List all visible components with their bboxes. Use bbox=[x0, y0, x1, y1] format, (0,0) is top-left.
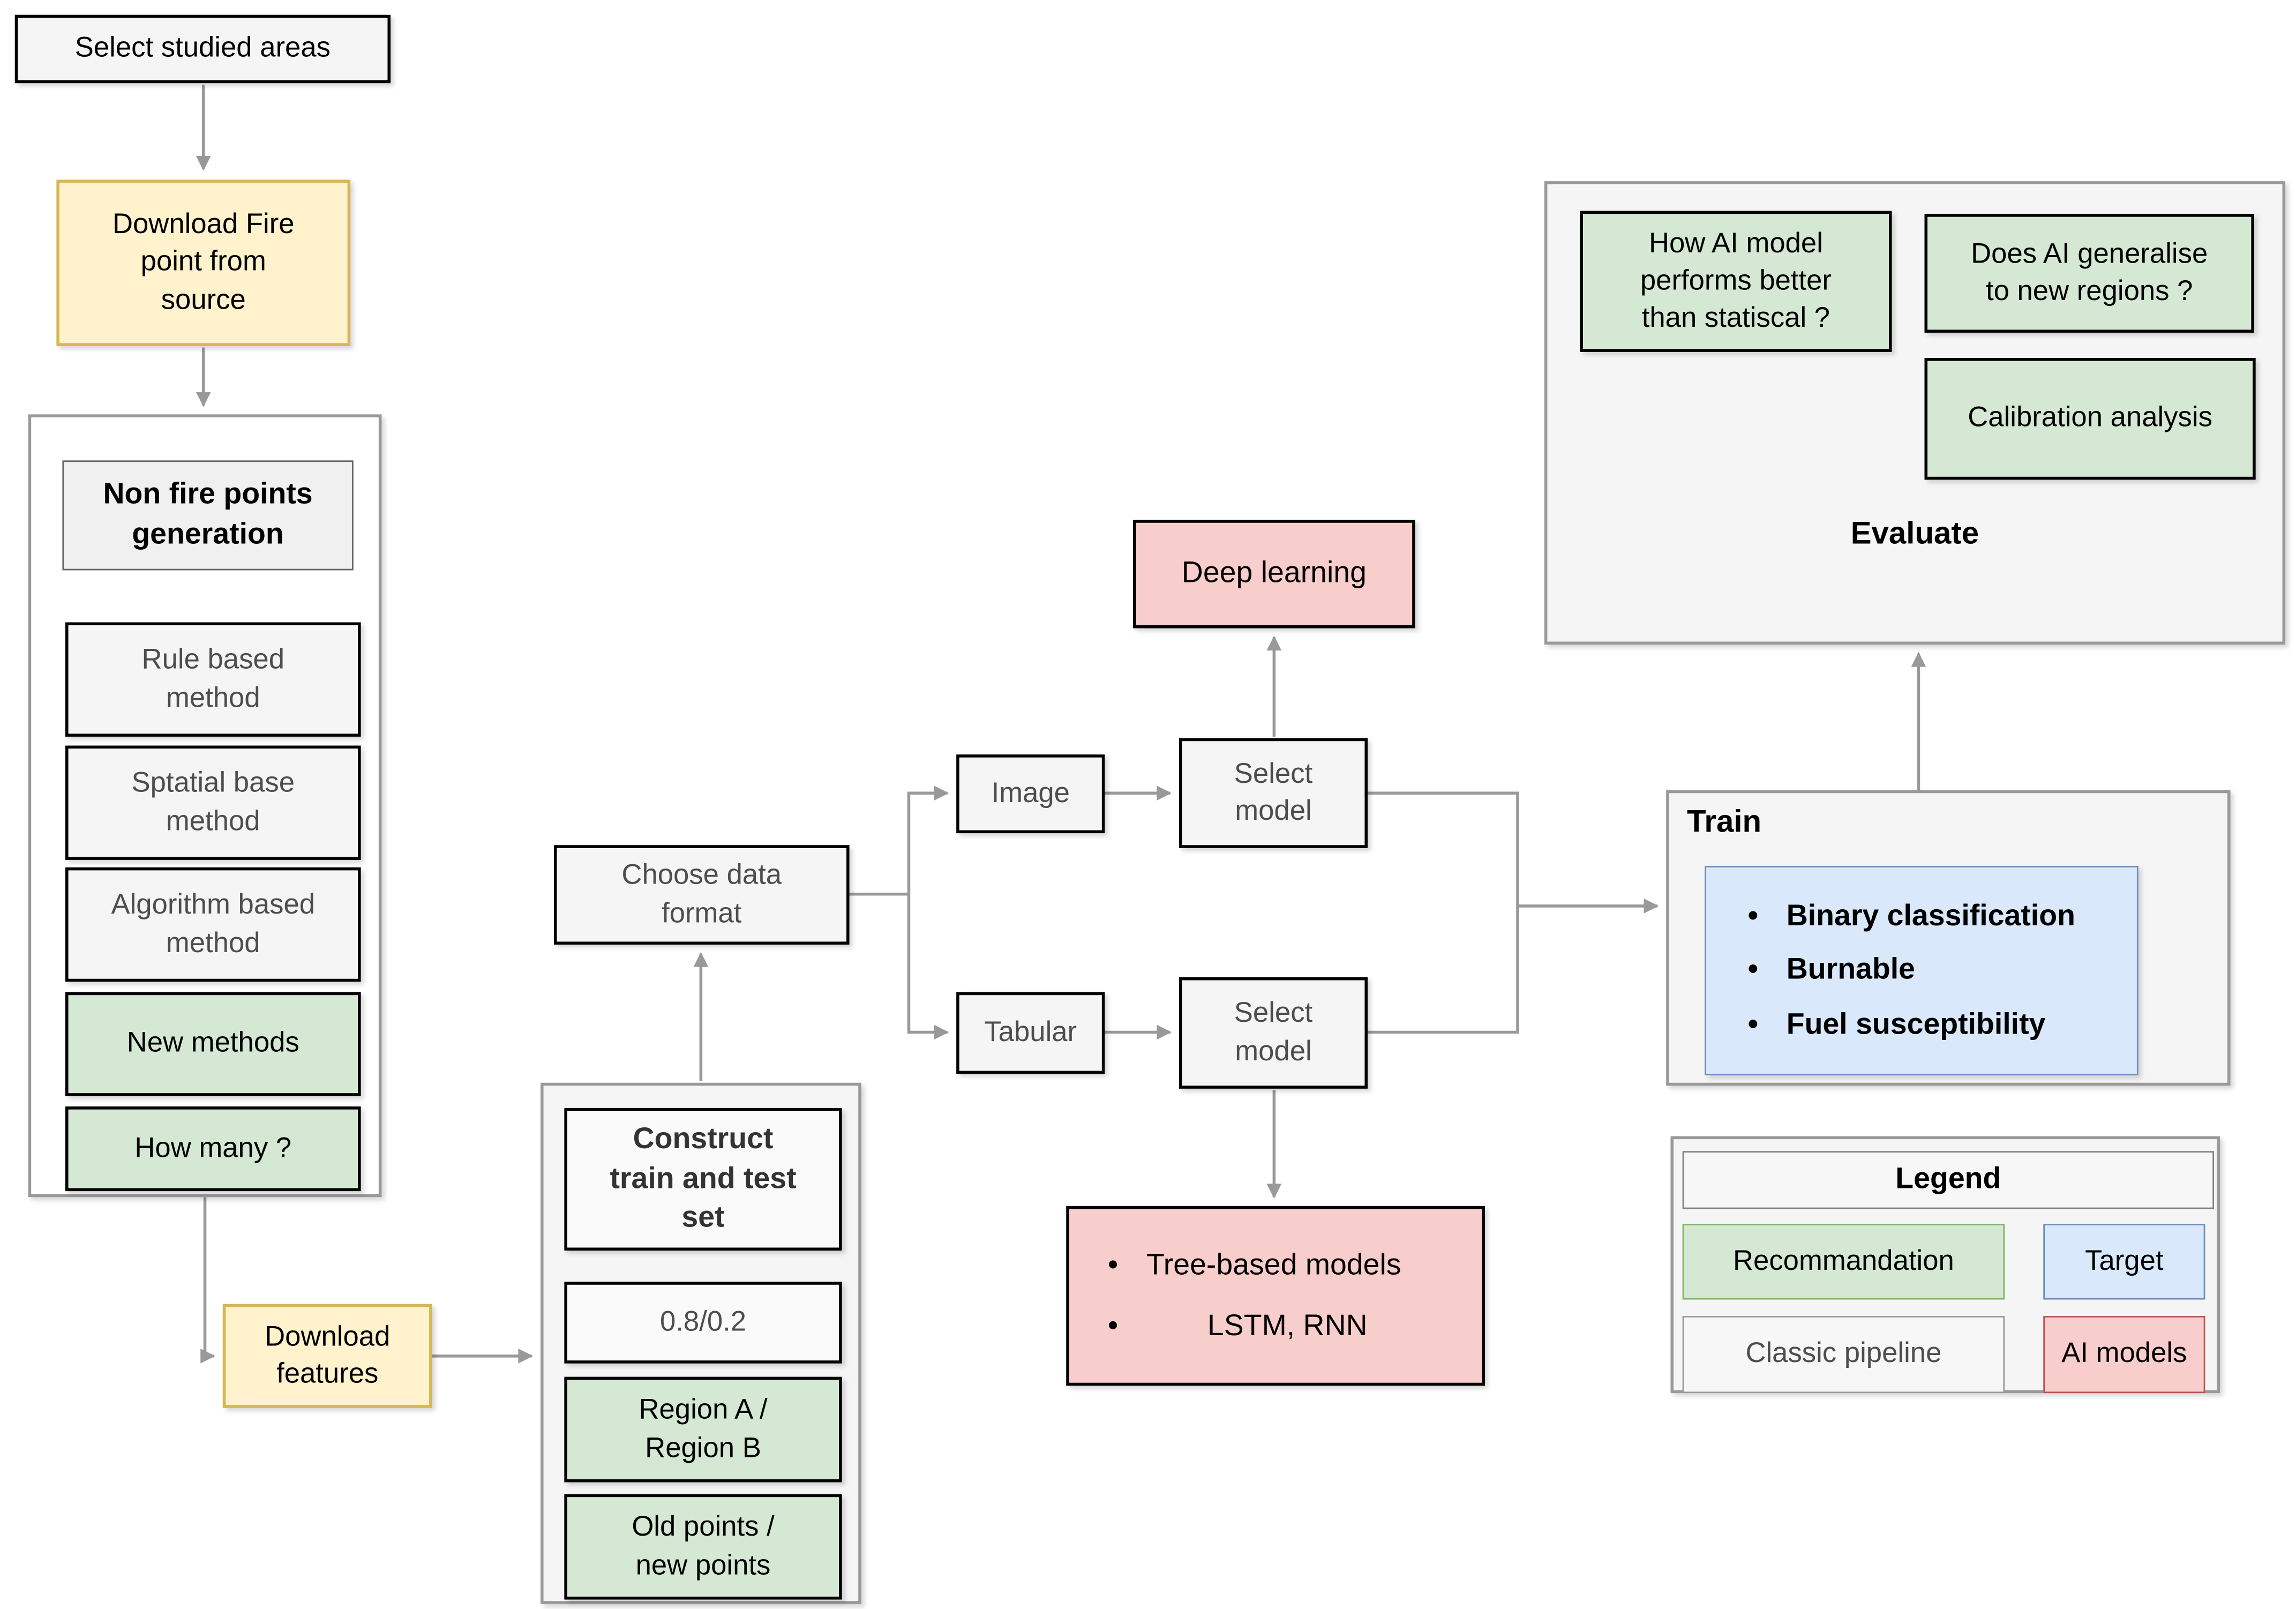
node-choose-data-format: Choose data format bbox=[553, 845, 850, 945]
edge-nonfire-to-downloadfeatures bbox=[200, 1197, 215, 1364]
edge-split-to-tabular bbox=[907, 894, 949, 1040]
node-sptatial-base-method: Sptatial base method bbox=[65, 745, 361, 860]
node-eval-performs-better: How AI model performs better than statis… bbox=[1580, 211, 1892, 352]
node-select-model-image: Select model bbox=[1179, 738, 1368, 848]
node-rule-based-method: Rule based method bbox=[65, 622, 361, 737]
legend-item-target: Target bbox=[2043, 1224, 2205, 1300]
group-evaluate: How AI model performs better than statis… bbox=[1544, 181, 2286, 645]
list-item-label: Burnable bbox=[1786, 954, 1916, 987]
node-select-model-tabular: Select model bbox=[1179, 977, 1368, 1089]
bullet-icon: • bbox=[1747, 954, 1759, 987]
construct-group-title: Construct train and test set bbox=[564, 1107, 842, 1251]
node-download-fire-point: Download Fire point from source bbox=[56, 179, 351, 346]
evaluate-group-title: Evaluate bbox=[1850, 517, 1979, 551]
edge-selectmodel-bottom-merge bbox=[1368, 905, 1519, 1034]
node-region-a-region-b: Region A / Region B bbox=[564, 1376, 842, 1483]
node-old-points-new-points: Old points / new points bbox=[564, 1494, 842, 1600]
node-tabular-format: Tabular bbox=[956, 992, 1105, 1074]
node-split-ratio: 0.8/0.2 bbox=[564, 1282, 842, 1364]
group-construct-train-test-set: Construct train and test set 0.8/0.2 Reg… bbox=[541, 1082, 861, 1604]
node-download-features: Download features bbox=[222, 1304, 432, 1408]
group-train: Train • Binary classification • Burnable… bbox=[1666, 790, 2231, 1086]
edge-selectmodel-top-merge bbox=[1368, 791, 1519, 906]
node-eval-calibration: Calibration analysis bbox=[1924, 358, 2256, 480]
node-eval-generalise: Does AI generalise to new regions ? bbox=[1924, 214, 2254, 333]
group-non-fire-points-generation: Non fire points generation Rule based me… bbox=[28, 414, 382, 1198]
node-train-targets: • Binary classification • Burnable • Fue… bbox=[1705, 866, 2139, 1075]
legend-item-recommendation: Recommandation bbox=[1682, 1224, 2005, 1300]
bullet-icon: • bbox=[1747, 899, 1759, 932]
node-select-studied-areas: Select studied areas bbox=[14, 14, 391, 84]
legend-title: Legend bbox=[1682, 1151, 2215, 1209]
list-item-label: Tree-based models bbox=[1146, 1248, 1401, 1282]
legend-item-ai-models: AI models bbox=[2043, 1315, 2205, 1394]
list-item: • Fuel susceptibility bbox=[1748, 1005, 2122, 1045]
list-item: • Tree-based models bbox=[1108, 1246, 1467, 1285]
list-item-label: Fuel susceptibility bbox=[1786, 1008, 2046, 1041]
train-group-title: Train bbox=[1686, 805, 1762, 840]
legend-item-classic-pipeline: Classic pipeline bbox=[1682, 1315, 2005, 1394]
list-item-label: LSTM, RNN bbox=[1207, 1309, 1368, 1342]
list-item: • Binary classification bbox=[1748, 896, 2122, 936]
group-legend: Legend Recommandation Target Classic pip… bbox=[1670, 1136, 2220, 1394]
node-new-methods: New methods bbox=[65, 992, 361, 1096]
list-item: • LSTM, RNN bbox=[1108, 1306, 1467, 1346]
node-deep-learning: Deep learning bbox=[1133, 520, 1415, 628]
bullet-icon: • bbox=[1107, 1248, 1119, 1282]
non-fire-group-title: Non fire points generation bbox=[62, 460, 354, 571]
list-item-label: Binary classification bbox=[1786, 899, 2075, 932]
edge-split-to-image bbox=[907, 785, 949, 894]
node-how-many: How many ? bbox=[65, 1106, 361, 1192]
bullet-icon: • bbox=[1747, 1008, 1759, 1041]
node-ai-model-types: • Tree-based models • LSTM, RNN bbox=[1066, 1206, 1485, 1386]
node-image-format: Image bbox=[956, 754, 1105, 834]
list-item: • Burnable bbox=[1748, 951, 2122, 991]
bullet-icon: • bbox=[1107, 1309, 1119, 1342]
node-algorithm-based-method: Algorithm based method bbox=[65, 867, 361, 982]
